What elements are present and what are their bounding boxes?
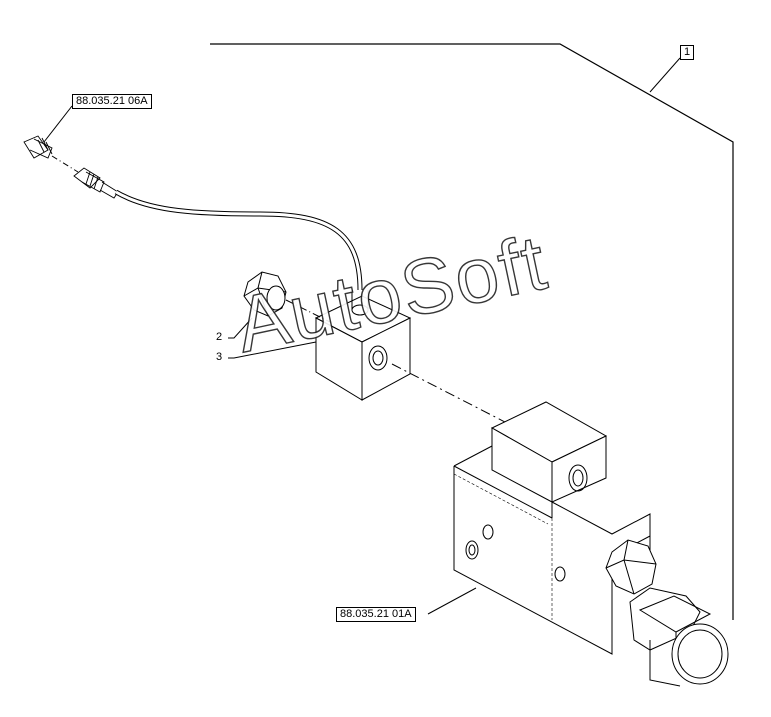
plug-centerline (51, 155, 79, 173)
item-2-label: 2 (216, 331, 223, 343)
sensor-connector (73, 167, 119, 199)
group-leader (649, 57, 681, 93)
item-3-leader (228, 341, 317, 359)
item-3-label: 3 (216, 351, 223, 363)
connector-plug (23, 135, 53, 159)
item-2-leader (228, 317, 253, 339)
block-centerline (391, 363, 541, 441)
plug-nut (243, 271, 287, 317)
group-bracket-line (210, 43, 734, 620)
top-callout-leader (43, 105, 73, 143)
bottom-callout-leader (427, 587, 477, 615)
bottom-reference-callout[interactable]: 88.035.21 01A (336, 607, 416, 622)
top-reference-callout[interactable]: 88.035.21 06A (72, 94, 152, 109)
sensor-block (314, 290, 412, 401)
valve-body (453, 401, 729, 687)
group-number-callout[interactable]: 1 (680, 45, 695, 60)
